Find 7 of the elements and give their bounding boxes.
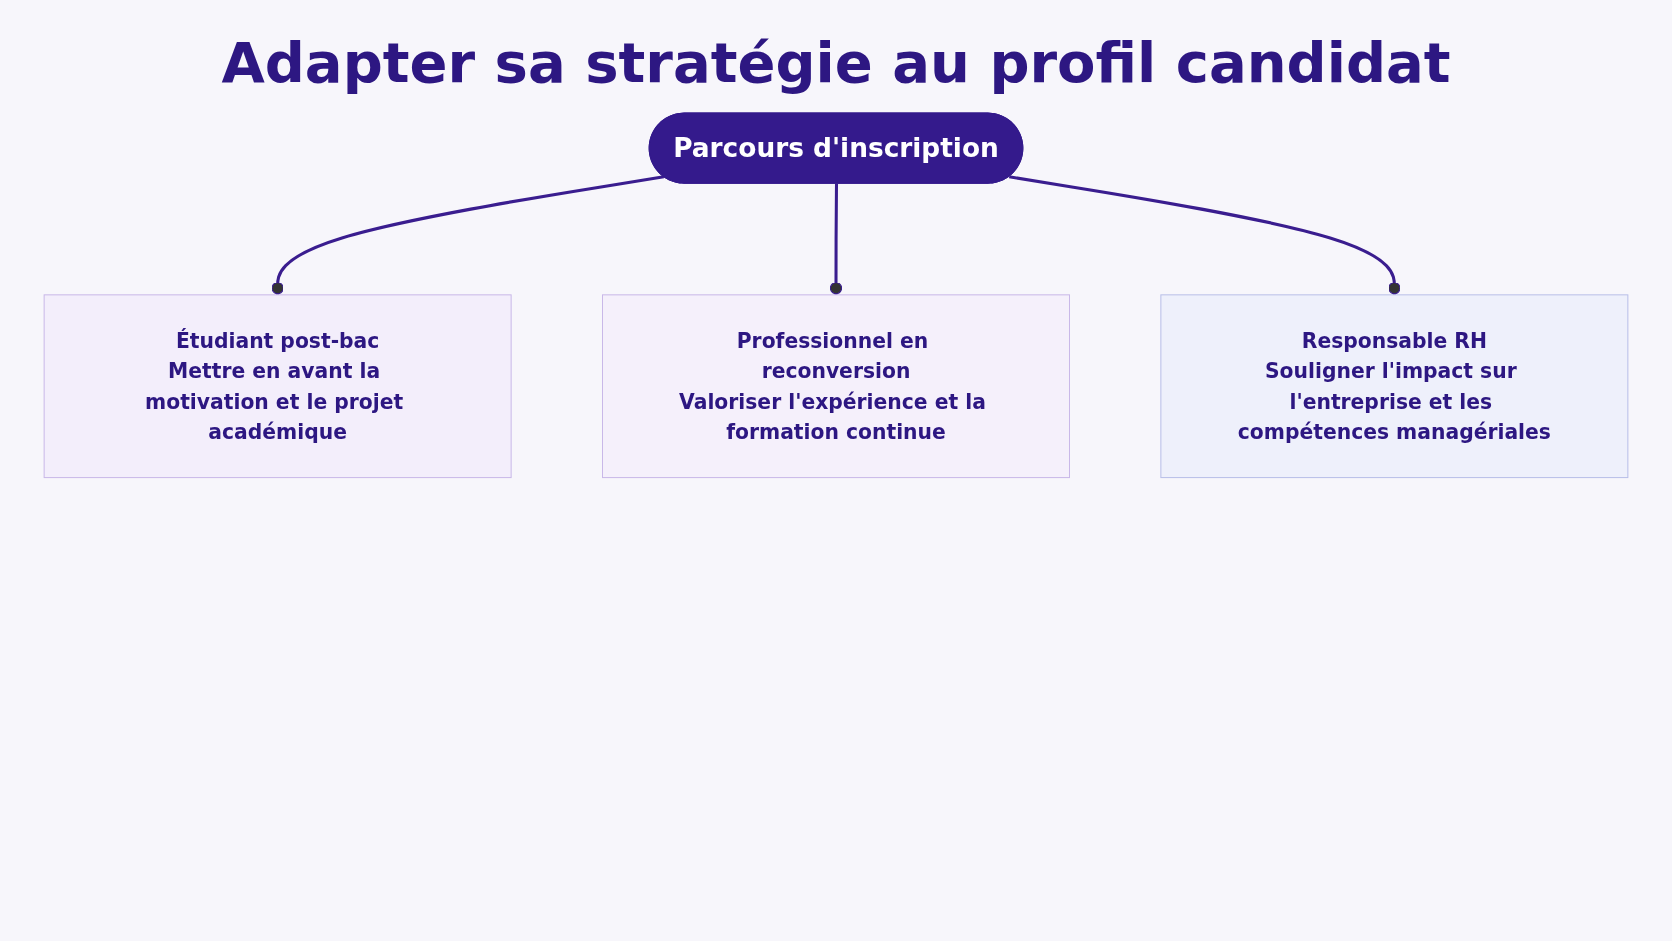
- connector: [829, 183, 843, 295]
- connector: [1008, 175, 1401, 295]
- connector: [271, 175, 665, 295]
- node-box: Responsable RH Souligner l'impact sur l'entreprise et les compétences managériales: [1160, 294, 1629, 479]
- node-box: Professionnel en reconversion Valoriser l'expérience et la formation continue: [602, 294, 1070, 479]
- diagram-title: Adapter sa stratégie au profil candidat: [220, 30, 1452, 95]
- node-box: Étudiant post-bac Mettre en avant la motivation et le projet académique: [43, 294, 512, 479]
